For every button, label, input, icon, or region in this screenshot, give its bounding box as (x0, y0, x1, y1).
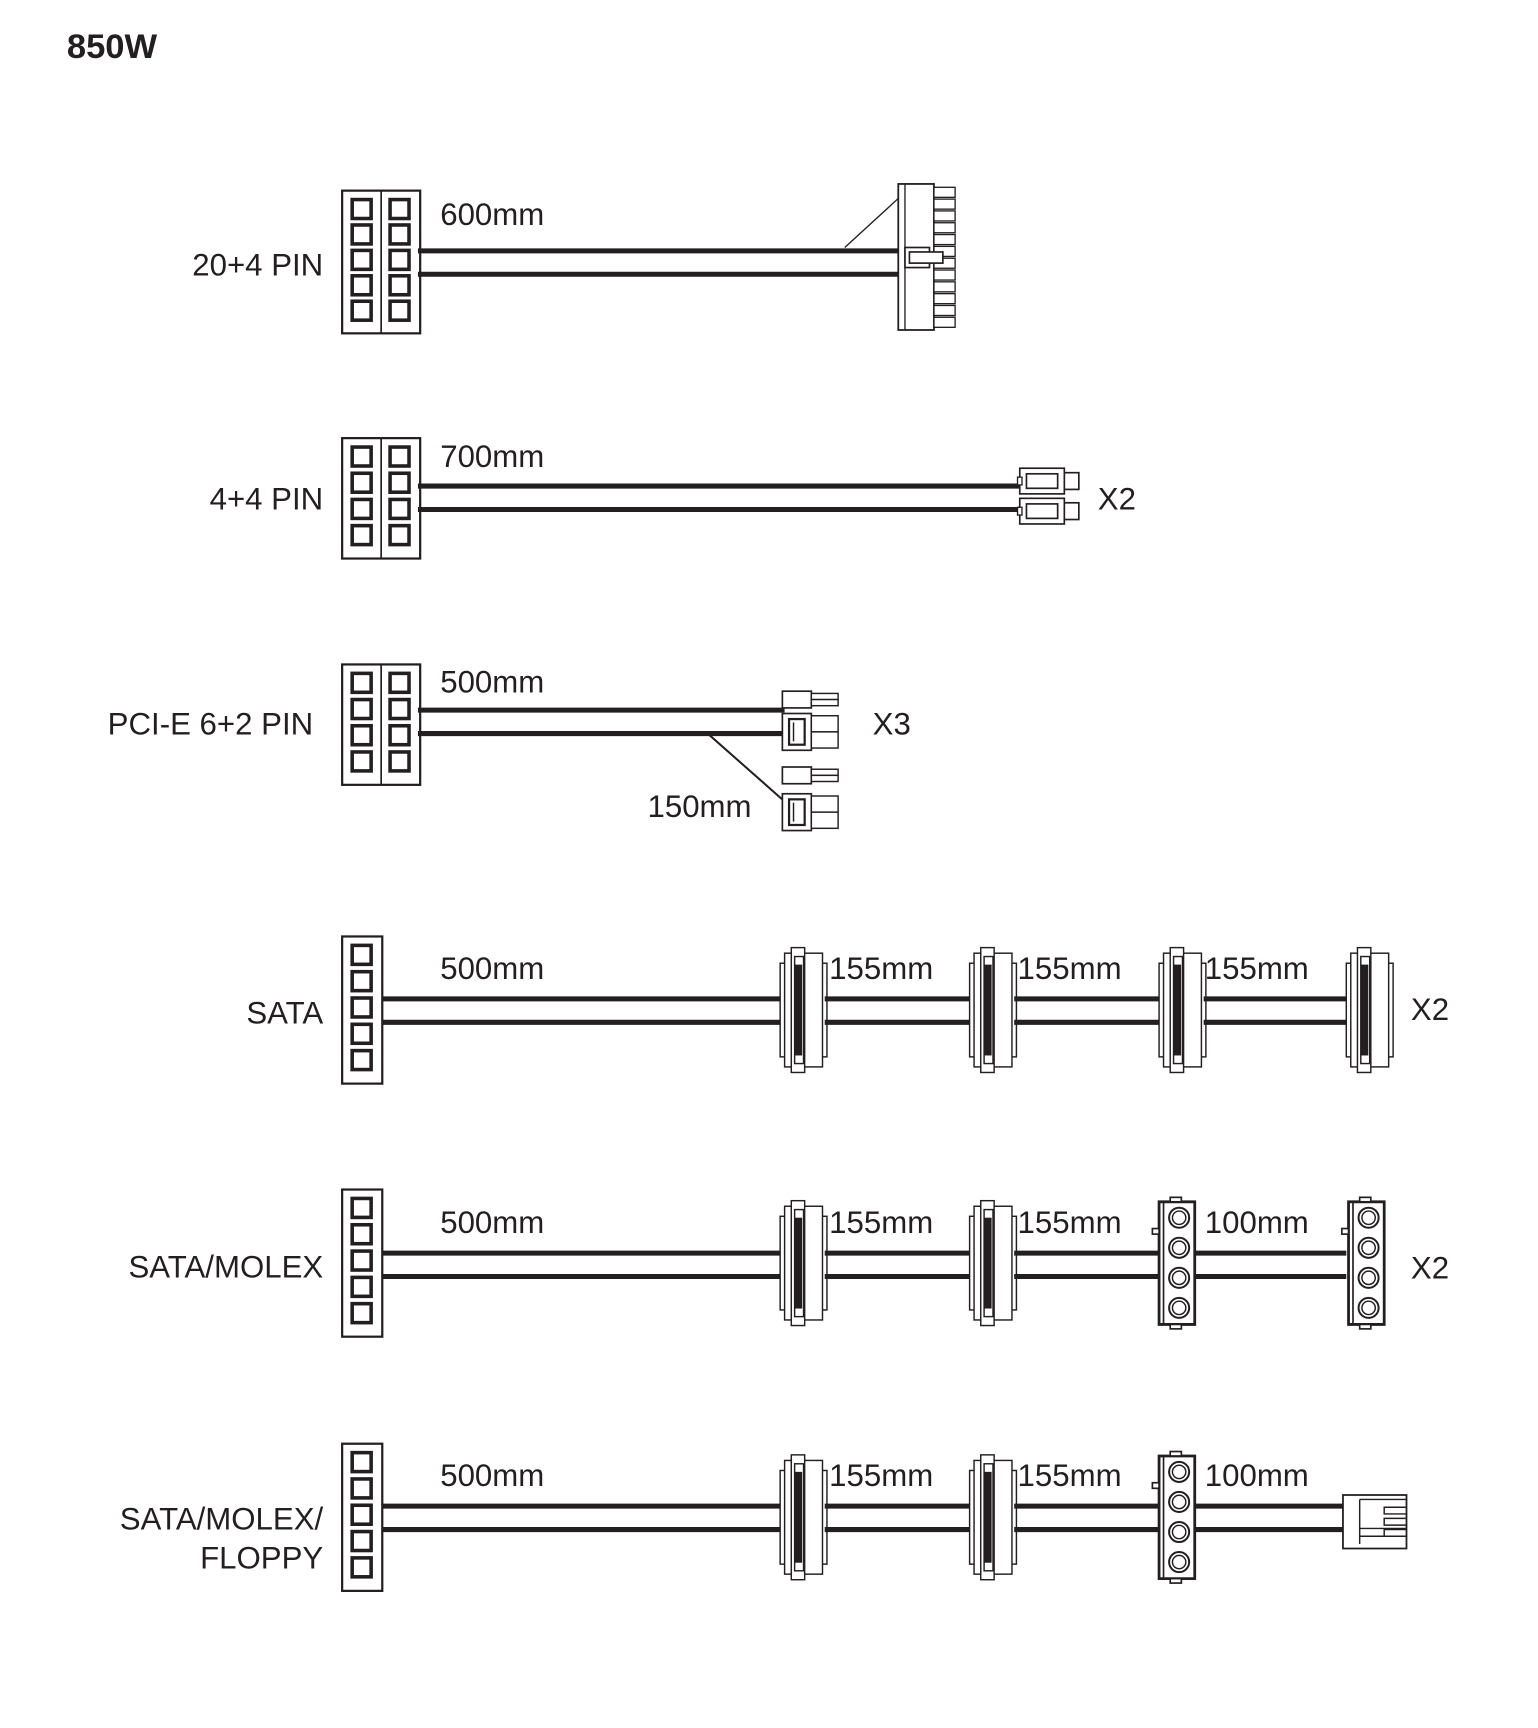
quantity-label: X3 (873, 707, 911, 742)
sata-connector-icon (779, 946, 828, 1074)
molex-connector-icon (1341, 1196, 1386, 1330)
molex-connector-icon (1151, 1450, 1197, 1584)
cable-wires (824, 1503, 970, 1533)
length-label: 700mm (440, 439, 544, 474)
quantity-label: X2 (1098, 481, 1136, 516)
length-label: 100mm (1205, 1205, 1309, 1240)
quantity-label: X2 (1411, 992, 1449, 1027)
cable-label-sata: SATA (246, 995, 323, 1030)
atx-24pin-connector-icon (844, 183, 956, 331)
length-label: 155mm (1018, 1458, 1122, 1493)
modular-plug-icon (341, 1442, 384, 1592)
modular-plug-icon (341, 1188, 384, 1338)
cable-label-sata-molex-floppy-line2: FLOPPY (200, 1541, 323, 1576)
cable-wires (382, 1503, 781, 1533)
cable-label-sata-molex-floppy-line1: SATA/MOLEX/ (120, 1502, 324, 1537)
floppy-connector-icon (1342, 1494, 1408, 1550)
modular-plug-icon (341, 437, 422, 560)
modular-plug-icon (341, 189, 422, 335)
cable-wires (1194, 1250, 1347, 1279)
pcie-2pin-connector-icon (781, 766, 839, 785)
cable-wires (417, 248, 901, 277)
sata-connector-icon (1158, 946, 1207, 1074)
cable-wires (382, 996, 781, 1025)
sata-connector-icon (779, 1454, 828, 1581)
cable-wires (1194, 1503, 1343, 1533)
length-label: 100mm (1205, 1458, 1309, 1493)
cable-wires (824, 996, 970, 1025)
length-label: 155mm (1205, 951, 1309, 986)
length-label: 500mm (440, 664, 544, 699)
sata-connector-icon (968, 1454, 1018, 1581)
branch-wire (707, 732, 785, 802)
cable-wires (382, 1250, 781, 1279)
sata-connector-icon (968, 946, 1018, 1074)
cable-label-24pin: 20+4 PIN (192, 247, 323, 282)
cable-wires (1014, 996, 1160, 1025)
length-label: 155mm (1018, 1205, 1122, 1240)
cable-label-cpu: 4+4 PIN (210, 481, 324, 516)
eps-connector-icon (1016, 497, 1080, 525)
diagram-title: 850W (67, 28, 158, 66)
cable-label-pcie: PCI-E 6+2 PIN (108, 707, 313, 742)
molex-connector-icon (1151, 1196, 1197, 1330)
length-label: 155mm (829, 1458, 933, 1493)
cable-wires (1014, 1250, 1160, 1279)
length-label: 500mm (440, 1205, 544, 1240)
cable-wires (1203, 996, 1347, 1025)
length-label: 155mm (1018, 951, 1122, 986)
length-label: 600mm (440, 197, 544, 232)
sata-connector-icon (1345, 946, 1394, 1074)
modular-plug-icon (341, 935, 384, 1085)
pcie-6pin-connector-icon (781, 712, 839, 752)
cable-wires (417, 483, 1021, 512)
sata-connector-icon (779, 1199, 828, 1327)
eps-connector-icon (1016, 467, 1080, 495)
quantity-label: X2 (1411, 1251, 1449, 1286)
cable-label-sata-molex: SATA/MOLEX (128, 1250, 323, 1285)
modular-plug-icon (341, 663, 422, 786)
sata-connector-icon (968, 1199, 1018, 1327)
length-label: 500mm (440, 951, 544, 986)
length-label: 150mm (648, 789, 752, 824)
length-label: 500mm (440, 1458, 544, 1493)
cable-wires (824, 1250, 970, 1279)
length-label: 155mm (829, 1205, 933, 1240)
pcie-6pin-connector-icon (781, 792, 839, 832)
cable-wires (1014, 1503, 1160, 1533)
length-label: 155mm (829, 951, 933, 986)
pcie-2pin-connector-icon (781, 690, 839, 709)
cable-wires (417, 707, 785, 737)
